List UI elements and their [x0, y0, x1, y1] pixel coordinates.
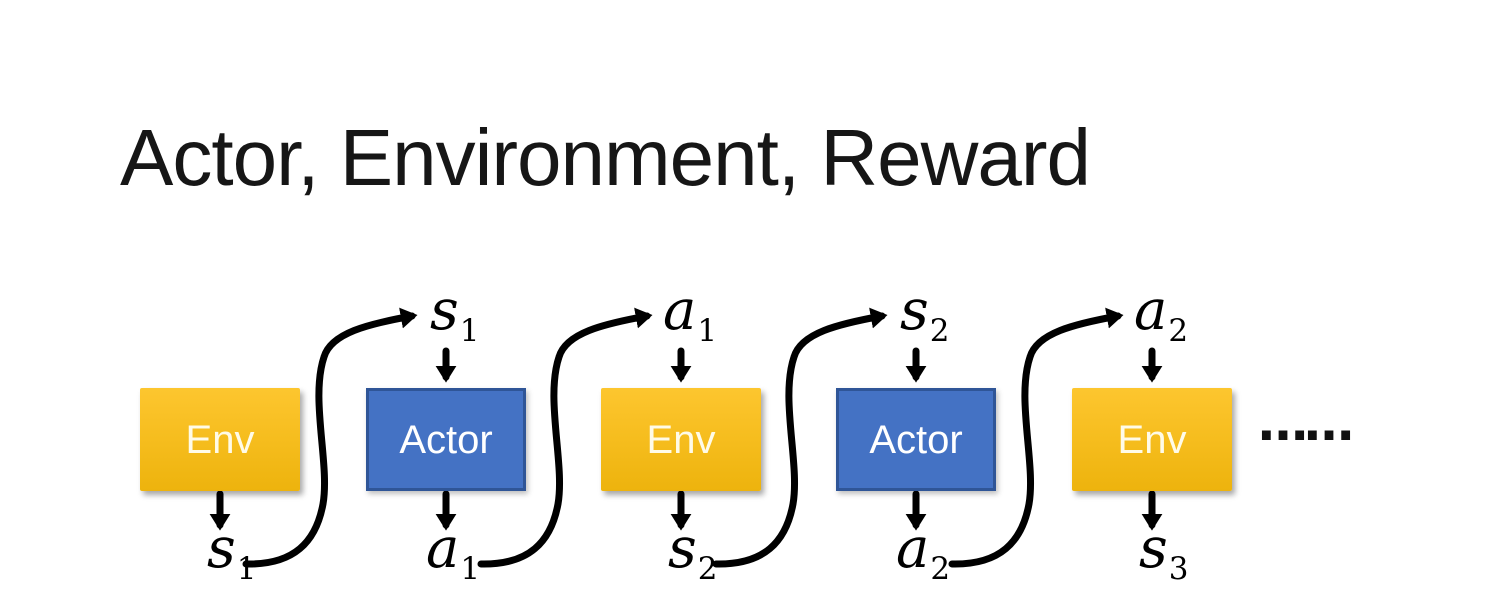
label-s1-bottom-sub: 1 [236, 551, 257, 587]
label-a1-top: a1 [663, 283, 717, 359]
label-s2-bottom-sub: 2 [697, 551, 718, 587]
label-a2-top-main: a [1134, 278, 1168, 343]
label-a2-top: a2 [1134, 283, 1188, 359]
actor-box-2: Actor [836, 388, 996, 491]
label-s1-top-main: s [430, 278, 459, 343]
label-s2-bottom: s2 [668, 521, 717, 597]
label-a1-top-main: a [663, 278, 697, 343]
label-a2-bottom-main: a [896, 516, 930, 581]
actor-box-1: Actor [366, 388, 526, 491]
continuation-dots-icon: …… [1258, 394, 1354, 452]
label-a2-bottom: a2 [896, 521, 950, 597]
label-s1-bottom-main: s [207, 516, 236, 581]
label-a2-bottom-sub: 2 [930, 551, 951, 587]
label-s2-top: s2 [900, 283, 949, 359]
env-box-2-label: Env [646, 417, 716, 462]
env-box-2: Env [601, 388, 761, 491]
env-box-1: Env [140, 388, 300, 491]
label-a1-bottom-sub: 1 [460, 551, 481, 587]
label-s1-top-sub: 1 [459, 313, 480, 349]
label-s2-top-sub: 2 [929, 313, 950, 349]
actor-box-2-label: Actor [869, 417, 963, 462]
slide-title: Actor, Environment, Reward [120, 113, 1091, 202]
label-a1-bottom-main: a [426, 516, 460, 581]
label-s1-top: s1 [430, 283, 479, 359]
env-box-3: Env [1072, 388, 1232, 491]
label-s3-bottom-sub: 3 [1168, 551, 1189, 587]
actor-box-1-label: Actor [399, 417, 493, 462]
env-box-1-label: Env [185, 417, 255, 462]
label-a2-top-sub: 2 [1168, 313, 1189, 349]
label-s3-bottom-main: s [1139, 516, 1168, 581]
label-s1-bottom: s1 [207, 521, 256, 597]
label-s2-bottom-main: s [668, 516, 697, 581]
label-s2-top-main: s [900, 278, 929, 343]
label-a1-top-sub: 1 [697, 313, 718, 349]
label-a1-bottom: a1 [426, 521, 480, 597]
label-s3-bottom: s3 [1139, 521, 1188, 597]
env-box-3-label: Env [1117, 417, 1187, 462]
